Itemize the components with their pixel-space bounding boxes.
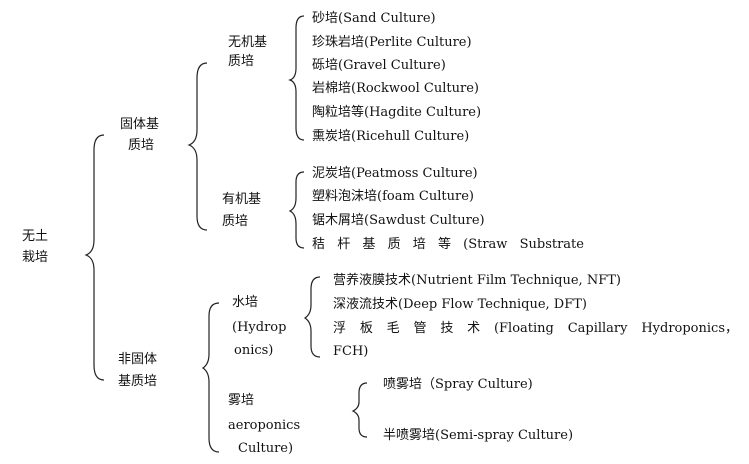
- list-item: 陶粒培等(Hagdite Culture): [312, 105, 482, 120]
- list-item: 砾培(Gravel Culture): [312, 58, 446, 73]
- root-label-line2: 栽培: [22, 250, 49, 265]
- root-brace: [84, 134, 105, 381]
- list-item: 岩棉培(Rockwool Culture): [312, 81, 479, 96]
- organic-label-line2: 质培: [222, 214, 249, 229]
- aeroponics-label-line1: 雾培: [228, 393, 255, 408]
- solid-label-line1: 固体基: [120, 117, 160, 132]
- solid-brace: [187, 62, 208, 231]
- aeroponics-brace: [351, 382, 368, 438]
- list-item: 砂培(Sand Culture): [312, 11, 436, 26]
- list-item-fch: 浮 板 毛 管 技 术 (Floating Capillary Hydropon…: [333, 321, 738, 336]
- nonsolid-label-line1: 非固体: [118, 352, 158, 367]
- hydroponics-label-line1: 水培: [232, 295, 259, 310]
- list-item: 锯木屑培(Sawdust Culture): [312, 213, 485, 228]
- list-item: 熏炭培(Ricehull Culture): [312, 129, 470, 144]
- inorganic-brace: [288, 15, 305, 141]
- list-item: 半喷雾培(Semi-spray Culture): [383, 428, 574, 443]
- aeroponics-label-line3: Culture): [238, 441, 294, 456]
- list-item-fch-tail: FCH): [333, 344, 369, 359]
- list-item: 营养液膜技术(Nutrient Film Technique, NFT): [333, 273, 621, 288]
- organic-brace: [288, 171, 305, 249]
- hydroponics-brace: [303, 276, 321, 358]
- aeroponics-label-line2: aeroponics: [228, 418, 301, 433]
- list-item-straw: 秸 杆 基 质 培 等 (Straw Substrate: [312, 237, 584, 252]
- hydroponics-label-line3: onics): [234, 343, 274, 358]
- root-label-line1: 无土: [22, 229, 49, 244]
- nonsolid-brace: [201, 302, 220, 453]
- list-item: 喷雾培（Spray Culture): [383, 377, 533, 392]
- list-item: 泥炭培(Peatmoss Culture): [312, 166, 478, 181]
- inorganic-label-line1: 无机基: [228, 35, 268, 50]
- hydroponics-label-line2: (Hydrop: [232, 320, 287, 335]
- list-item: 深液流技术(Deep Flow Technique, DFT): [333, 297, 587, 312]
- organic-label-line1: 有机基: [222, 192, 262, 207]
- list-item: 塑料泡沫培(foam Culture): [312, 189, 474, 204]
- solid-label-line2: 质培: [128, 138, 155, 153]
- list-item: 珍珠岩培(Perlite Culture): [312, 35, 472, 50]
- nonsolid-label-line2: 基质培: [118, 374, 158, 389]
- inorganic-label-line2: 质培: [228, 54, 255, 69]
